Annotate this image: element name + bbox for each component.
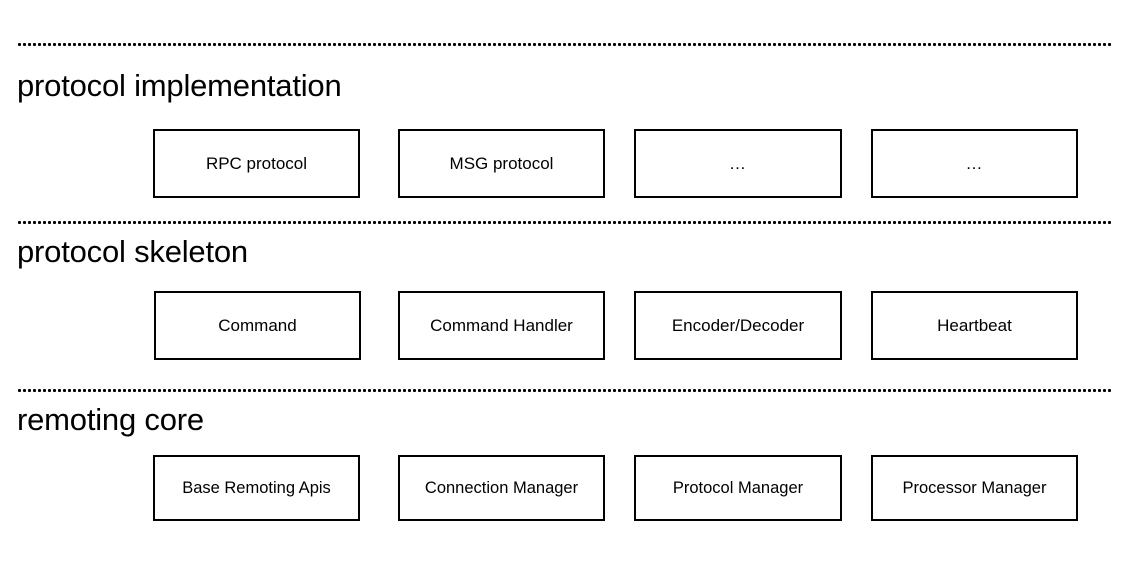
box-base-remoting-apis[interactable]: Base Remoting Apis xyxy=(153,455,360,521)
box-protocol-placeholder-2[interactable]: … xyxy=(871,129,1078,198)
layer-label-remoting-core: remoting core xyxy=(17,402,204,437)
box-heartbeat[interactable]: Heartbeat xyxy=(871,291,1078,360)
box-protocol-manager[interactable]: Protocol Manager xyxy=(634,455,842,521)
box-protocol-placeholder-1[interactable]: … xyxy=(634,129,842,198)
box-rpc-protocol[interactable]: RPC protocol xyxy=(153,129,360,198)
layer-separator-bottom xyxy=(17,389,1112,392)
layer-label-protocol-skeleton: protocol skeleton xyxy=(17,234,248,269)
box-command-handler[interactable]: Command Handler xyxy=(398,291,605,360)
box-msg-protocol[interactable]: MSG protocol xyxy=(398,129,605,198)
box-connection-manager[interactable]: Connection Manager xyxy=(398,455,605,521)
box-processor-manager[interactable]: Processor Manager xyxy=(871,455,1078,521)
layer-separator-middle xyxy=(17,221,1112,224)
layer-label-protocol-implementation: protocol implementation xyxy=(17,68,342,103)
box-encoder-decoder[interactable]: Encoder/Decoder xyxy=(634,291,842,360)
box-command[interactable]: Command xyxy=(154,291,361,360)
layer-separator-top xyxy=(17,43,1112,46)
